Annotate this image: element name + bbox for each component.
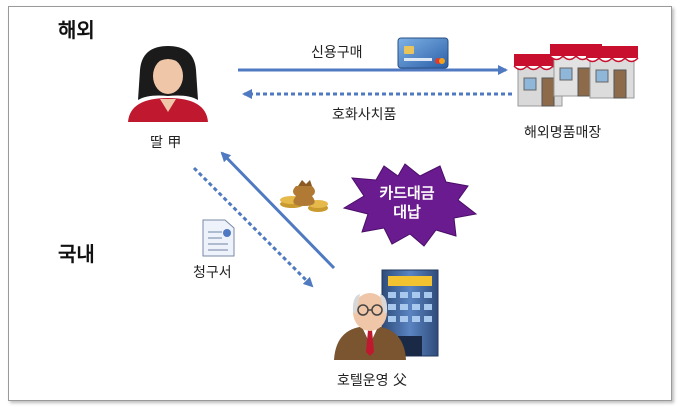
store-label: 해외명품매장	[524, 125, 602, 141]
woman-avatar-icon	[128, 46, 208, 122]
credit-purchase-label: 신용구매	[311, 45, 363, 61]
region-domestic-label: 국내	[58, 242, 95, 266]
invoice-document-icon	[202, 219, 235, 257]
old-man-avatar-icon	[334, 293, 406, 360]
invoice-label: 청구서	[193, 265, 232, 281]
father-label: 호텔운영 父	[337, 373, 407, 389]
repayment-line-1: 카드대금	[379, 184, 435, 202]
region-overseas-label: 해외	[58, 18, 95, 42]
daughter-label: 딸 甲	[150, 135, 182, 151]
credit-card-icon	[397, 37, 449, 69]
shop-icon	[513, 44, 639, 107]
repayment-burst	[342, 163, 478, 247]
repayment-burst-text: 카드대금 대납	[352, 184, 462, 222]
money-bag-icon	[280, 180, 328, 212]
repayment-line-2: 대납	[393, 203, 421, 221]
luxury-goods-label: 호화사치품	[332, 107, 397, 123]
repayment-arrow	[220, 151, 336, 270]
